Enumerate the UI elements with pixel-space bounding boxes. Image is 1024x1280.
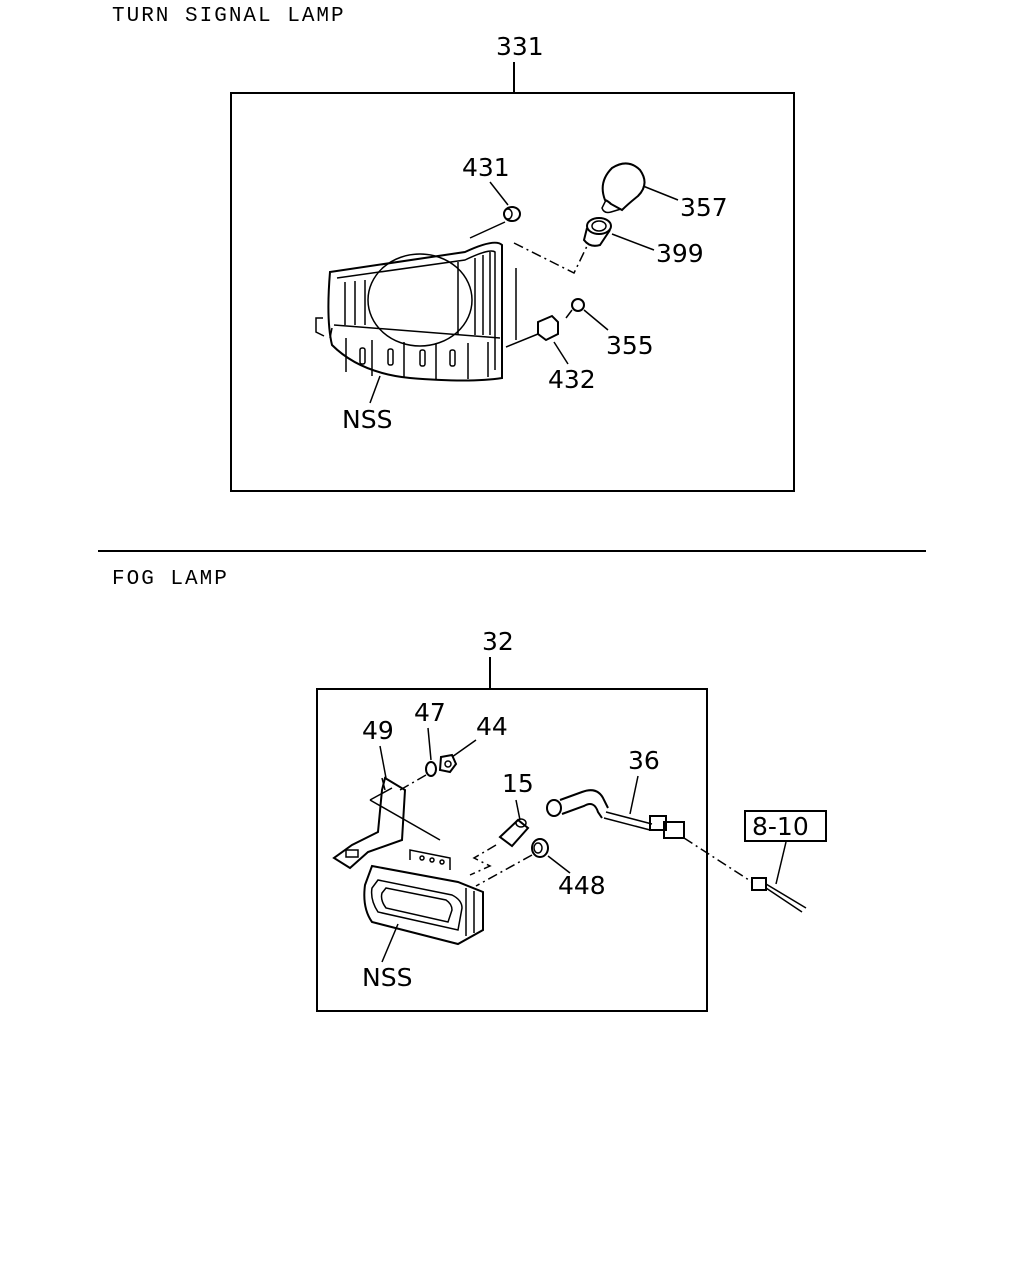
leader-355 [583,309,609,331]
harness-path-line [683,837,753,883]
leader-357 [642,185,679,201]
leader-431 [489,181,509,206]
callout-15[interactable]: 15 [502,769,534,798]
callout-47[interactable]: 47 [414,698,446,727]
callout-448[interactable]: 448 [558,871,606,900]
callout-ref-8-10[interactable]: 8-10 [752,812,809,841]
fastener-path-line [399,774,427,791]
nut-icon [438,753,458,774]
socket-icon [531,838,549,858]
bracket-icon [332,776,441,870]
fog-lamp-frame [316,688,708,1012]
callout-nss-fog[interactable]: NSS [362,963,412,992]
assembly-path-line [513,242,589,275]
leader-36 [629,775,639,815]
turn-signal-frame [230,92,795,492]
callout-357[interactable]: 357 [680,193,728,222]
callout-36[interactable]: 36 [628,746,660,775]
small-bulb-icon [498,818,530,848]
bulb-path-line [469,844,497,876]
bulb-icon [601,162,646,214]
lens-housing-icon [315,241,517,382]
leader-nss-fog [381,923,399,963]
harness-icon [546,789,685,839]
fog-lamp-section-title: FOG LAMP [112,568,229,591]
callout-nss-turn[interactable]: NSS [342,405,392,434]
connector-icon [751,877,807,913]
leader-49 [379,745,387,779]
callout-49[interactable]: 49 [362,716,394,745]
socket-icon [582,217,612,247]
grommet-icon [469,206,521,239]
washer-icon [425,761,437,777]
leader-399 [611,233,655,251]
assembly-callout-32[interactable]: 32 [482,627,514,656]
leader-44 [451,739,477,758]
clip-icon [505,314,559,348]
callout-432[interactable]: 432 [548,365,596,394]
callout-431[interactable]: 431 [462,153,510,182]
leader-47 [427,727,432,761]
ref-box-8-10 [744,810,827,842]
turn-signal-section-title: TURN SIGNAL LAMP [112,5,346,28]
fog-lamp-diagram: 32 49 47 44 15 [316,627,827,1012]
callout-399[interactable]: 399 [656,239,704,268]
callout-355[interactable]: 355 [606,331,654,360]
fog-lamp-housing-icon [363,849,484,946]
leader-448 [547,855,571,874]
leader-nss-turn [369,375,381,404]
turn-signal-diagram: 331 [230,32,795,492]
leader-15 [515,799,521,821]
callout-44[interactable]: 44 [476,712,508,741]
assembly-callout-331[interactable]: 331 [496,32,544,61]
screw-icon [565,298,585,319]
leader-432 [553,341,569,365]
leader-8-10 [775,841,787,885]
socket-path-line [475,854,533,887]
